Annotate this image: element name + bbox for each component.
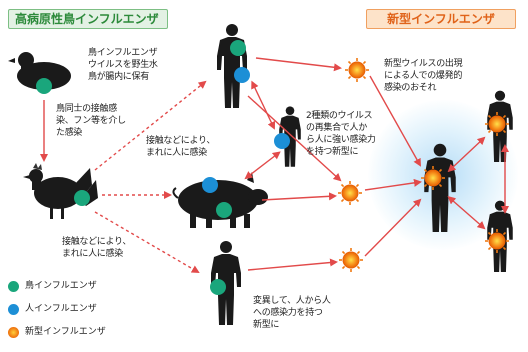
human-top-icon [217, 24, 247, 108]
header-avian-flu: 高病原性鳥インフルエンザ [8, 9, 168, 29]
new-virus-icon [344, 57, 370, 83]
bird-virus-dot [36, 78, 52, 94]
bird-virus-dot [74, 190, 90, 206]
arrow-small-pig [244, 151, 281, 180]
arrow-human-top-to-pig-new [247, 95, 342, 182]
duck-description: 鳥インフルエンザ ウイルスを野生水 鳥が腸内に保有 [88, 48, 158, 82]
pig-icon [172, 172, 268, 228]
new-virus-icon [420, 165, 446, 191]
human-virus-dot [234, 67, 250, 83]
arrow-center-right-bottom [447, 196, 486, 230]
header-new-flu: 新型インフルエンザ [366, 9, 516, 29]
reassortment-text: 2種類のウイルス の再集合で人か ら人に強い感染力 を持つ新型に [306, 111, 376, 157]
arrow-center-right-top [447, 136, 486, 173]
new-virus-icon [484, 228, 510, 254]
human-virus-dot [202, 177, 218, 193]
bird-virus-dot [210, 279, 226, 295]
contact-text-2: 接触などにより、 まれに人に感染 [62, 237, 132, 259]
bird-flu-legend-icon [8, 280, 19, 292]
duck-icon [8, 52, 71, 90]
arrow-human-top-small [251, 80, 276, 130]
arrow-human-top-to-new [255, 57, 342, 72]
human-virus-dot [274, 133, 290, 149]
legend-label: 人インフルエンザ [25, 304, 97, 314]
flow-arrows [40, 57, 509, 274]
bird-virus-dot [216, 202, 232, 218]
new-virus-icon [484, 111, 510, 137]
legend-label: 新型インフルエンザ [25, 327, 106, 337]
legend-bird: 鳥インフルエンザ [8, 280, 97, 292]
bird-virus-dot [230, 40, 246, 56]
human-center-icon [424, 143, 456, 232]
arrow-human-bottom-to-new [247, 258, 338, 271]
legend-human: 人インフルエンザ [8, 303, 97, 315]
arrow-new-to-center-1 [369, 75, 421, 167]
arrow-new-to-center-2 [364, 178, 422, 191]
arrow-pig-to-new [261, 192, 337, 201]
mutation-text: 変異して、人から人 への感染力を持つ 新型に [253, 296, 331, 330]
arrow-new-to-center-3 [364, 198, 422, 257]
rooster-icon [23, 163, 98, 219]
legend-label: 鳥インフルエンザ [25, 281, 97, 291]
bird-contact-text: 鳥同士の接触感 染、フン等を介し た感染 [56, 104, 126, 138]
emergence-text: 新型ウイルスの出現 による人での爆発的 感染のおそれ [384, 59, 463, 93]
new-virus-icon [337, 180, 363, 206]
legend-new: 新型インフルエンザ [8, 326, 106, 338]
arrow-rooster-to-human-bottom [94, 211, 200, 274]
contact-text-1: 接触などにより、 まれに人に感染 [146, 136, 216, 158]
new-flu-legend-icon [8, 326, 19, 338]
new-virus-icon [338, 247, 364, 273]
human-flu-legend-icon [8, 303, 19, 315]
